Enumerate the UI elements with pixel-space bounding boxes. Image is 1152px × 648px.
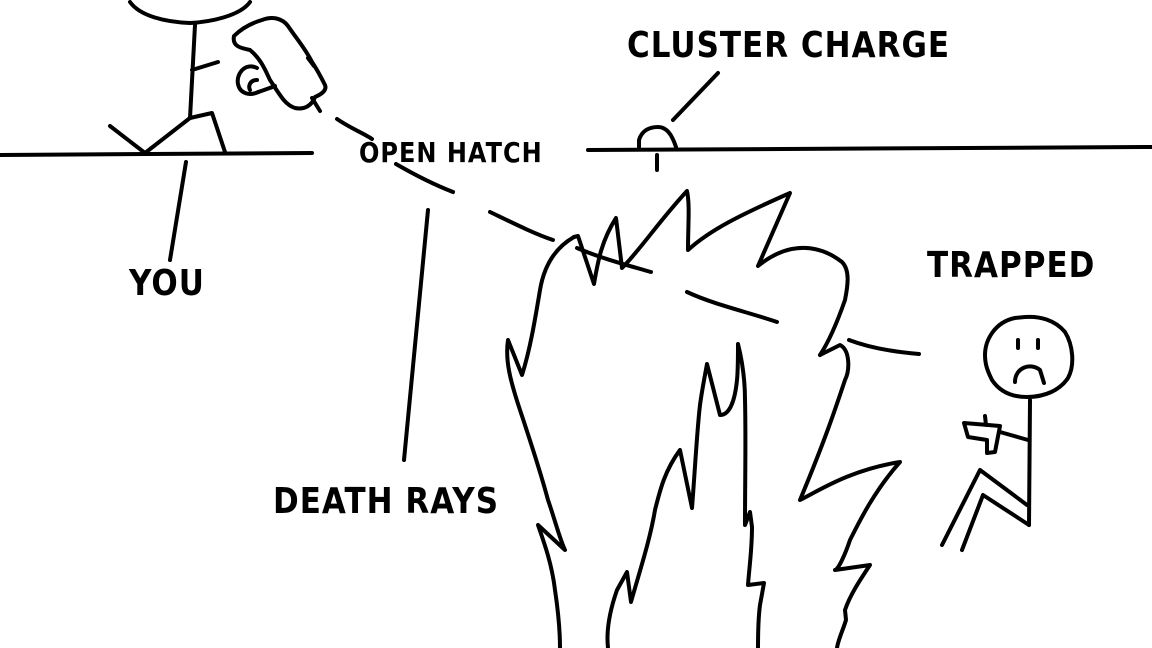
death-ray-dash <box>394 162 455 194</box>
trapped-label: TRAPPED <box>927 244 1096 286</box>
you-label: YOU <box>129 262 205 304</box>
cluster-charge-label: CLUSTER CHARGE <box>627 24 951 66</box>
trapped-head <box>983 314 1075 399</box>
cluster-pointer-line <box>671 71 720 122</box>
you-gun <box>231 16 328 111</box>
you-arm <box>190 60 220 72</box>
death-ray-dash <box>847 338 921 356</box>
trapped-torso <box>1027 398 1032 527</box>
you-pointer-line <box>168 160 188 262</box>
death-rays-label: DEATH RAYS <box>273 480 500 522</box>
death-rays-pointer-line <box>402 208 430 462</box>
trapped-gun <box>962 414 1002 455</box>
you-leg-front <box>188 111 227 154</box>
trapped-leg-front <box>960 493 1031 552</box>
cluster-dome <box>637 125 678 149</box>
death-ray-dash <box>335 117 374 141</box>
flame-right-outline <box>798 343 902 648</box>
flame-left-outline <box>505 235 576 648</box>
you-hand <box>235 64 277 96</box>
trapped-figure <box>940 314 1075 552</box>
flame-top-outline <box>572 189 850 357</box>
ground-right <box>586 145 1152 152</box>
ground-left <box>0 151 314 157</box>
death-ray-dash <box>685 290 779 324</box>
cluster-charge-device <box>637 125 678 172</box>
death-ray-dash <box>488 210 555 242</box>
death-rays <box>335 117 921 356</box>
flame-center-outline <box>605 342 766 648</box>
open-hatch-label: OPEN HATCH <box>359 136 543 169</box>
trapped-arm <box>998 430 1030 442</box>
you-head <box>128 0 252 25</box>
trapped-frown <box>1013 364 1046 385</box>
you-leg-back <box>108 116 192 155</box>
you-figure <box>108 0 328 155</box>
fire <box>505 189 902 648</box>
ground <box>0 145 1152 157</box>
you-gun-tick <box>306 56 322 113</box>
trapped-leg-back <box>940 468 1029 547</box>
